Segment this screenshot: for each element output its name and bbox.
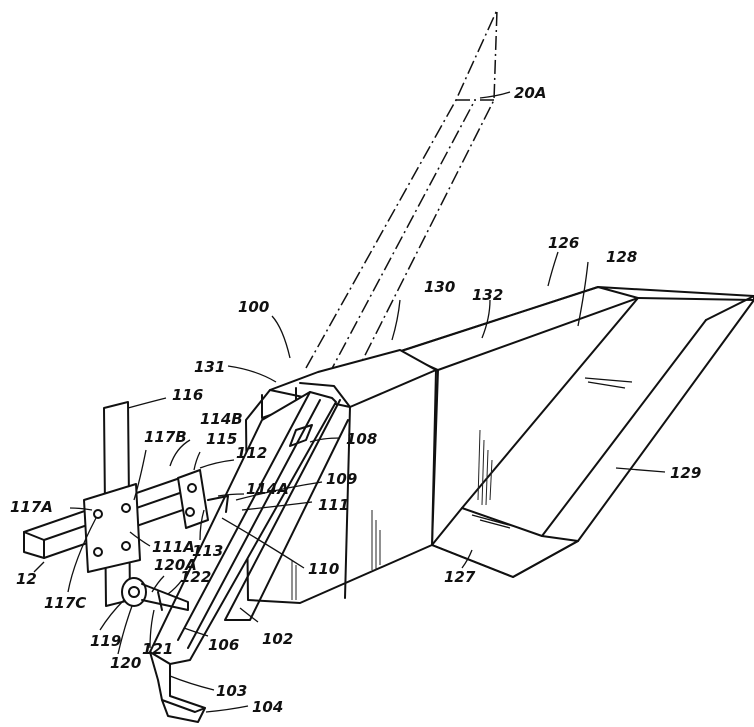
label-113: 113 [192,542,223,560]
inclined-arm [149,391,349,665]
labels: 20A 126 128 130 132 100 131 116 114B 115… [10,84,701,716]
leader-lines [33,91,666,713]
label-110: 110 [308,560,339,578]
label-111: 111 [318,496,349,514]
label-117C: 117C [44,594,86,612]
label-122: 122 [180,568,211,586]
label-111A: 111A [152,538,195,556]
label-108: 108 [346,430,377,448]
label-102: 102 [262,630,293,648]
label-126: 126 [548,234,579,252]
label-104: 104 [252,698,283,716]
label-100: 100 [238,298,269,316]
wheel-assembly [121,577,189,611]
label-20A: 20A [514,84,546,102]
label-119: 119 [90,632,121,650]
label-127: 127 [444,568,476,586]
label-103: 103 [216,682,247,700]
blade-outline [305,9,498,386]
bracket-assembly [177,469,229,529]
label-114B: 114B [200,410,243,428]
label-115: 115 [206,430,237,448]
label-112: 112 [236,444,267,462]
label-130: 130 [424,278,455,296]
clamp-plate [83,401,141,607]
label-117B: 117B [144,428,187,446]
label-109: 109 [326,470,357,488]
label-117A: 117A [10,498,53,516]
label-128: 128 [606,248,637,266]
label-131: 131 [194,358,225,376]
label-12: 12 [16,570,37,588]
foot-bracket [149,651,206,723]
label-121: 121 [142,640,173,658]
label-129: 129 [670,464,701,482]
label-106: 106 [208,636,239,654]
label-120A: 120A [154,556,197,574]
label-116: 116 [172,386,203,404]
label-132: 132 [472,286,503,304]
tray-assembly [397,286,754,578]
label-120: 120 [110,654,141,672]
label-114A: 114A [246,480,289,498]
